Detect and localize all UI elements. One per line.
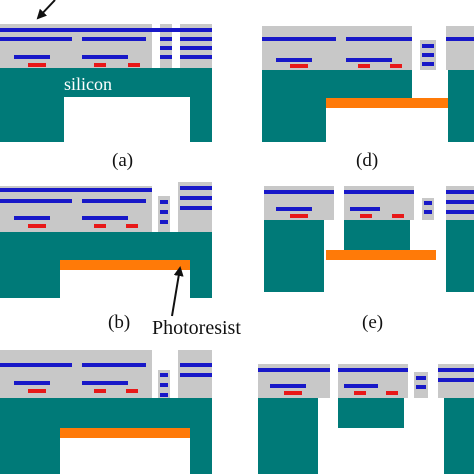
oxide-gap <box>152 24 160 68</box>
backside-cavity <box>60 438 190 474</box>
panel-a: silicon <box>0 0 212 142</box>
silicon-block <box>446 220 474 292</box>
metal-lines <box>0 363 212 397</box>
panel-e <box>264 186 474 292</box>
backside-cavity <box>64 97 190 142</box>
poly-lines <box>284 391 398 395</box>
panel-label-e: (e) <box>362 312 383 333</box>
silicon-block <box>344 220 410 250</box>
photoresist-layer <box>60 260 190 270</box>
poly-lines <box>290 214 404 218</box>
silicon-label: silicon <box>64 74 112 94</box>
poly-lines <box>28 63 140 67</box>
oxide-layer <box>446 26 474 70</box>
photoresist-label: Photoresist <box>152 317 241 339</box>
release-opening <box>412 70 448 98</box>
poly-lines <box>28 224 138 228</box>
silicon-block <box>444 398 474 474</box>
panel-b <box>0 182 212 317</box>
silicon-block <box>258 398 318 474</box>
panel-label-b: (b) <box>108 312 130 333</box>
silicon-block <box>264 220 324 292</box>
photoresist-layer <box>326 250 436 260</box>
photoresist-layer <box>326 98 448 108</box>
metal-lines <box>264 190 474 214</box>
photoresist-arrow <box>171 266 184 317</box>
panel-label-d: (d) <box>356 150 378 171</box>
metal-lines <box>258 368 474 389</box>
panel-label-a: (a) <box>112 150 133 171</box>
poly-lines <box>290 64 402 68</box>
photoresist-layer <box>60 428 190 438</box>
panel-c <box>0 350 212 474</box>
silicon-block <box>338 398 404 428</box>
oxide-layer <box>262 26 412 70</box>
panel-d <box>262 26 474 142</box>
metal-lines <box>0 186 212 224</box>
metal-lines <box>0 28 212 59</box>
oxide-gap <box>172 24 180 68</box>
callout-arrow <box>36 0 56 20</box>
panel-f <box>258 364 474 474</box>
metal-lines <box>262 37 474 66</box>
backside-cavity <box>60 270 190 298</box>
poly-lines <box>28 389 138 393</box>
